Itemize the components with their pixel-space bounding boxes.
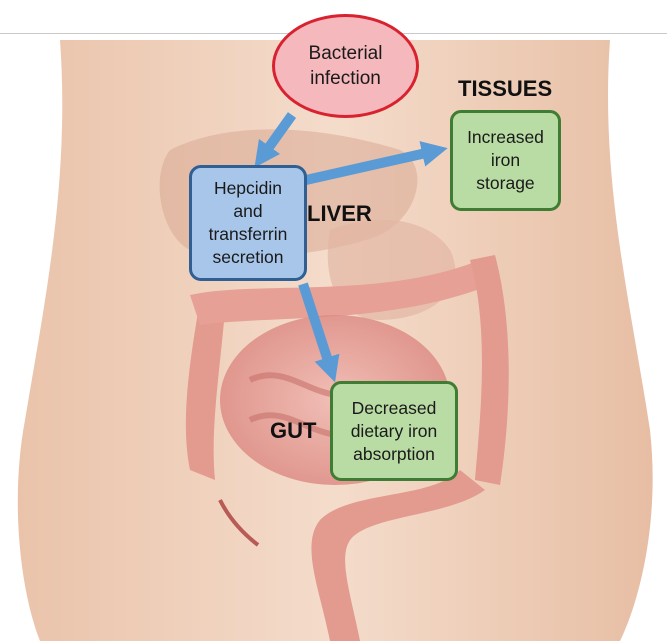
iron-absorption-node: Decreased dietary iron absorption	[330, 381, 458, 481]
iron-storage-node: Increased iron storage	[450, 110, 561, 211]
gut-label: GUT	[270, 419, 316, 443]
arrow-liver-to-tissues	[306, 151, 435, 180]
bacterial-infection-node: Bacterial infection	[272, 14, 419, 118]
tissues-label: TISSUES	[458, 77, 552, 101]
arrow-liver-to-gut	[303, 284, 331, 370]
hepcidin-secretion-node: Hepcidin and transferrin secretion	[189, 165, 307, 281]
arrow-infection-to-liver	[262, 115, 292, 157]
liver-label: LIVER	[307, 202, 372, 226]
